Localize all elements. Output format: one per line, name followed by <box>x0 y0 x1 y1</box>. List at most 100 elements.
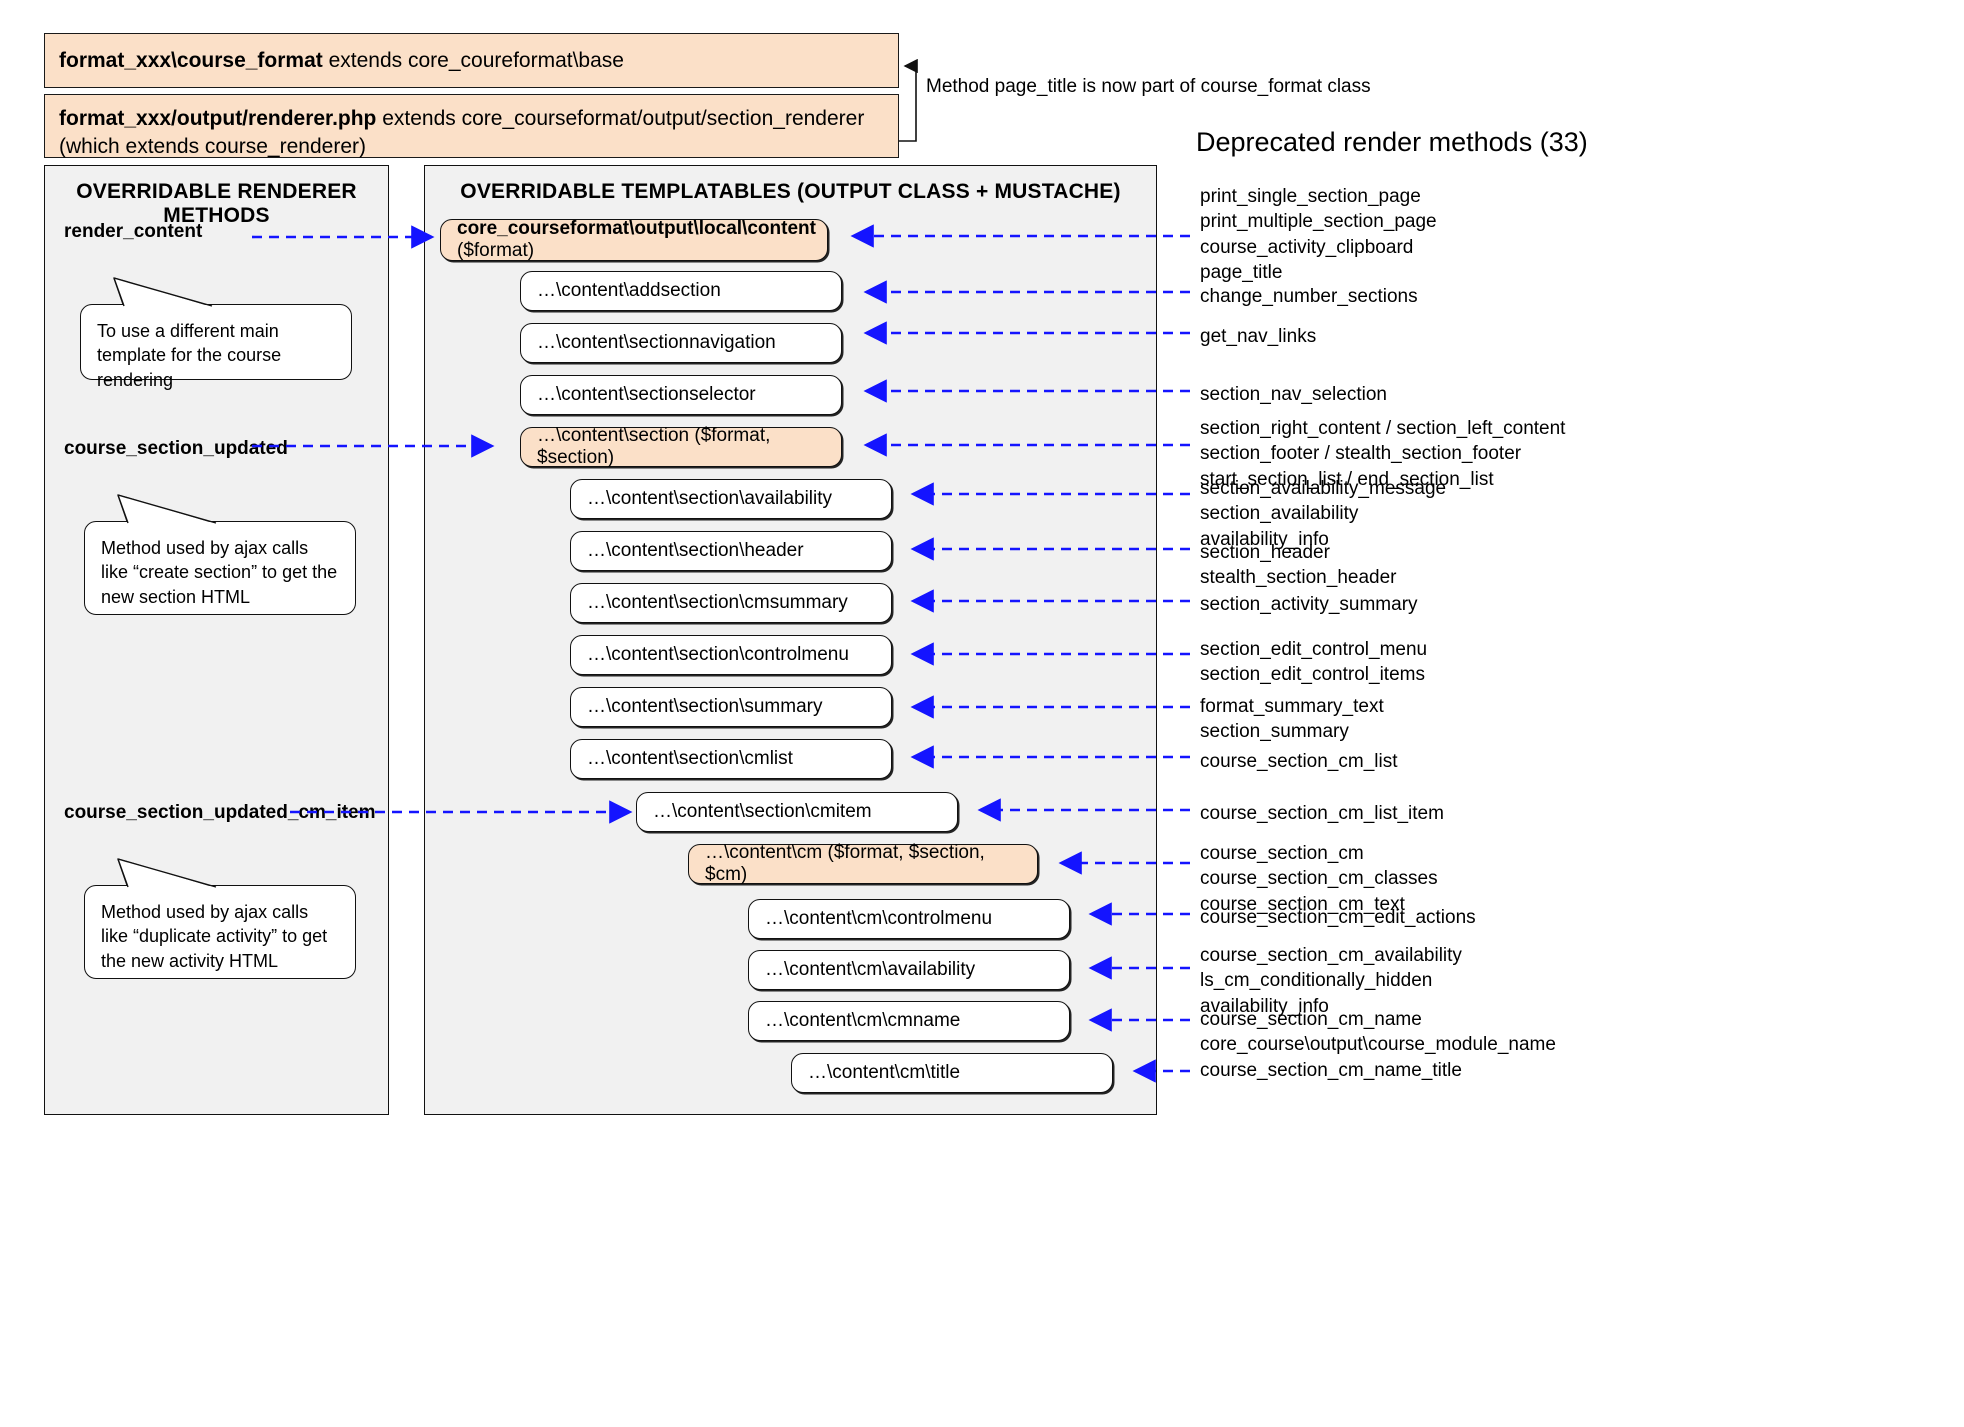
deprecated-method-section-footer-stealth-section-footer: section_footer / stealth_section_footer <box>1200 443 1522 465</box>
templatable-label-1: …\content\addsection <box>537 280 721 301</box>
deprecated-method-section-availability: section_availability <box>1200 503 1359 525</box>
templatable-box-content-cm-title[interactable]: …\content\cm\title <box>791 1053 1113 1093</box>
templatable-label-16: …\content\cm\title <box>808 1062 961 1083</box>
deprecated-method-course-activity-clipboard: course_activity_clipboard <box>1200 236 1414 258</box>
callout-bubble-1: To use a different main template for the… <box>80 276 352 390</box>
templatable-label-15: …\content\cm\cmname <box>765 1010 961 1031</box>
templatable-label-3: …\content\sectionselector <box>537 384 756 405</box>
deprecated-group-8: section_activity_summary <box>1200 592 1418 617</box>
deprecated-group-1: print_single_section_page print_multiple_… <box>1200 184 1437 285</box>
deprecated-method-section-edit-control-items: section_edit_control_items <box>1200 664 1425 686</box>
callout-bubble-2: Method used by ajax calls like “create s… <box>84 493 356 615</box>
deprecated-group-12: course_section_cm_list_item <box>1200 801 1444 826</box>
renderer-method-course-section-updated-cm-item: course_section_updated_cm_item <box>64 802 376 823</box>
templatable-label-6: …\content\section\header <box>587 540 804 561</box>
templatable-box-content-sectionnavigation[interactable]: …\content\sectionnavigation <box>520 323 842 363</box>
deprecated-method-course-section-cm-text: course_section_cm_text <box>1200 893 1405 915</box>
deprecated-method-format-summary-text: format_summary_text <box>1200 696 1384 717</box>
deprecated-method-section-right-content-section-left-content: section_right_content / section_left_con… <box>1200 418 1566 439</box>
callout-text-3: Method used by ajax calls like “duplicat… <box>84 885 356 979</box>
deprecated-method-print-multiple-section-page: print_multiple_section_page <box>1200 211 1437 233</box>
callout-text-2: Method used by ajax calls like “create s… <box>84 521 356 615</box>
templatable-box-content-section-cmlist[interactable]: …\content\section\cmlist <box>570 739 892 779</box>
callout-tail-overlay-2 <box>117 494 217 524</box>
header-connector <box>899 58 918 142</box>
callout-text-1: To use a different main template for the… <box>80 304 352 390</box>
deprecated-group-3: get_nav_links <box>1200 324 1316 349</box>
page-title-note: Method page_title is now part of course_… <box>926 76 1371 97</box>
templatable-box-content-section-availability[interactable]: …\content\section\availability <box>570 479 892 519</box>
deprecated-method-course-section-cm-list: course_section_cm_list <box>1200 751 1398 772</box>
deprecated-group-2: change_number_sections <box>1200 284 1418 309</box>
callout-bubble-3: Method used by ajax calls like “duplicat… <box>84 857 356 979</box>
deprecated-method-core-course-output-course-module-name: core_course\output\course_module_name <box>1200 1034 1556 1056</box>
deprecated-method-start-section-list-end-section-list: start_section_list / end_section_list <box>1200 468 1494 490</box>
templatable-label-14: …\content\cm\availability <box>765 959 976 980</box>
templatable-box-content-section-header[interactable]: …\content\section\header <box>570 531 892 571</box>
deprecated-method-course-section-cm-name-title: course_section_cm_name_title <box>1200 1060 1462 1081</box>
templatable-label-11: …\content\section\cmitem <box>653 801 872 822</box>
deprecated-method-course-section-cm-name: course_section_cm_name <box>1200 1009 1422 1030</box>
templatable-label-0: ($format) <box>457 240 535 261</box>
templatable-box-core-courseformat-output-local-content-format[interactable]: core_courseformat\output\local\content (… <box>440 218 828 261</box>
templatable-label-12: …\content\cm ($format, $section, $cm) <box>705 842 985 885</box>
templatable-label-5: …\content\section\availability <box>587 488 833 509</box>
deprecated-method-course-section-cm-edit-actions: course_section_cm_edit_actions <box>1200 907 1476 928</box>
panel-left-title: OVERRIDABLE RENDERER METHODS <box>76 180 357 227</box>
templatable-bold-0: core_courseformat\output\local\content <box>457 218 816 239</box>
deprecated-method-stealth-section-header: stealth_section_header <box>1200 567 1397 589</box>
deprecated-group-7: section_header stealth_section_header <box>1200 540 1396 591</box>
deprecated-group-16: course_section_cm_name core_course\output… <box>1200 1007 1556 1058</box>
deprecated-method-course-section-cm-availability: course_section_cm_availability <box>1200 945 1462 966</box>
templatable-box-content-section-cmitem[interactable]: …\content\section\cmitem <box>636 792 958 832</box>
deprecated-method-course-section-cm: course_section_cm <box>1200 843 1364 864</box>
templatable-box-content-cm-controlmenu[interactable]: …\content\cm\controlmenu <box>748 899 1070 939</box>
deprecated-group-11: course_section_cm_list <box>1200 749 1397 774</box>
templatable-box-content-addsection[interactable]: …\content\addsection <box>520 271 842 311</box>
templatable-box-content-cm-format-section-cm[interactable]: …\content\cm ($format, $section, $cm) <box>688 842 1038 885</box>
deprecated-group-5: section_right_content / section_left_con… <box>1200 416 1565 492</box>
templatable-label-7: …\content\section\cmsummary <box>587 592 848 613</box>
deprecated-method-section-summary: section_summary <box>1200 721 1349 743</box>
header-box-course-format: format_xxx\course_format extends core_co… <box>44 33 899 88</box>
deprecated-method-get-nav-links: get_nav_links <box>1200 326 1317 347</box>
templatable-label-13: …\content\cm\controlmenu <box>765 908 993 929</box>
deprecated-method-availability-info: availability_info <box>1200 995 1329 1017</box>
deprecated-method-availability-info: availability_info <box>1200 528 1329 550</box>
deprecated-method-course-section-cm-list-item: course_section_cm_list_item <box>1200 803 1444 824</box>
header-box-renderer-php: format_xxx/output/renderer.php extends c… <box>44 94 899 158</box>
deprecated-method-change-number-sections: change_number_sections <box>1200 286 1418 307</box>
deprecated-method-section-activity-summary: section_activity_summary <box>1200 594 1418 615</box>
panel-mid-title: OVERRIDABLE TEMPLATABLES (OUTPUT CLASS +… <box>460 180 1121 203</box>
callout-tail-overlay-1 <box>113 277 213 307</box>
deprecated-group-10: format_summary_text section_summary <box>1200 694 1384 745</box>
deprecated-method-print-single-section-page: print_single_section_page <box>1200 186 1421 207</box>
templatable-box-content-section-controlmenu[interactable]: …\content\section\controlmenu <box>570 635 892 675</box>
deprecated-group-17: course_section_cm_name_title <box>1200 1058 1462 1083</box>
header-box-1-bold: format_xxx\course_format <box>59 48 323 72</box>
templatable-box-content-section-summary[interactable]: …\content\section\summary <box>570 687 892 727</box>
templatable-box-content-sectionselector[interactable]: …\content\sectionselector <box>520 375 842 415</box>
templatable-label-2: …\content\sectionnavigation <box>537 332 776 353</box>
templatable-box-content-section-format-section[interactable]: …\content\section ($format, $section) <box>520 425 842 468</box>
deprecated-group-4: section_nav_selection <box>1200 382 1387 407</box>
templatable-box-content-cm-cmname[interactable]: …\content\cm\cmname <box>748 1001 1070 1041</box>
templatable-label-8: …\content\section\controlmenu <box>587 644 849 665</box>
header-box-2-bold: format_xxx/output/renderer.php <box>59 107 377 130</box>
deprecated-method-section-nav-selection: section_nav_selection <box>1200 384 1387 405</box>
header-box-1-rest: extends core_coureformat\base <box>322 48 624 72</box>
deprecated-method-section-header: section_header <box>1200 542 1330 563</box>
renderer-method-course-section-updated: course_section_updated <box>64 438 288 459</box>
deprecated-method-section-availability-message: section_availability_message <box>1200 478 1447 499</box>
deprecated-render-methods-title: Deprecated render methods (33) <box>1196 127 1588 157</box>
templatable-box-content-cm-availability[interactable]: …\content\cm\availability <box>748 950 1070 990</box>
deprecated-method-page-title: page_title <box>1200 261 1283 283</box>
deprecated-group-14: course_section_cm_edit_actions <box>1200 905 1476 930</box>
deprecated-method-section-edit-control-menu: section_edit_control_menu <box>1200 639 1428 660</box>
templatable-box-content-section-cmsummary[interactable]: …\content\section\cmsummary <box>570 583 892 623</box>
renderer-method-render-content: render_content <box>64 221 203 242</box>
header-box-2-rest: extends core_courseformat/output/section… <box>59 107 865 158</box>
